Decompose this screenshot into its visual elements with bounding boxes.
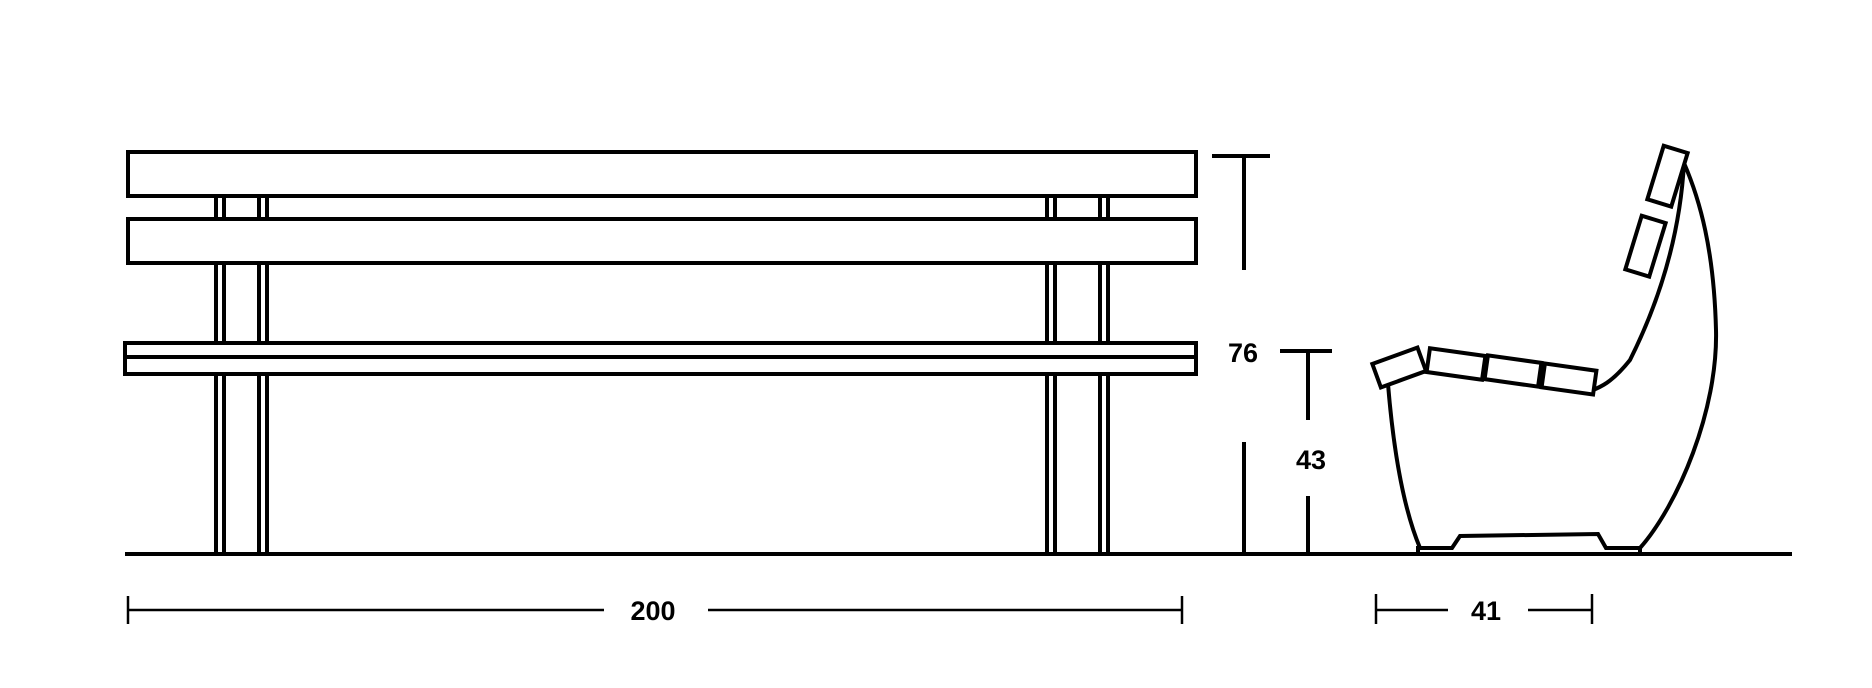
- base-feet: [1416, 531, 1642, 556]
- side-frame-outline: [1386, 162, 1719, 550]
- total-length-dimension: [126, 596, 1184, 624]
- backrest-slat-top: [126, 150, 1198, 198]
- seat-depth-label: 41: [1471, 596, 1501, 626]
- total-height-dimension: [1212, 154, 1270, 554]
- seat-slat-2: [1424, 345, 1488, 383]
- bench-side-view: [1369, 143, 1719, 556]
- back-slat-lower: [1622, 213, 1669, 280]
- seat-slat-1: [1369, 344, 1429, 390]
- seat-height-label: 43: [1296, 445, 1326, 475]
- bench-front-view: [123, 150, 1198, 556]
- seat-slat-4: [1539, 361, 1599, 397]
- seat-depth-dimension: [1374, 594, 1594, 624]
- total-height-label: 76: [1228, 338, 1258, 368]
- total-length-label: 200: [630, 596, 675, 626]
- backrest-slat-bottom: [126, 217, 1198, 265]
- seat-slat-3: [1482, 353, 1544, 389]
- seat-height-dimension: [1280, 349, 1332, 554]
- back-slat-upper: [1644, 143, 1691, 210]
